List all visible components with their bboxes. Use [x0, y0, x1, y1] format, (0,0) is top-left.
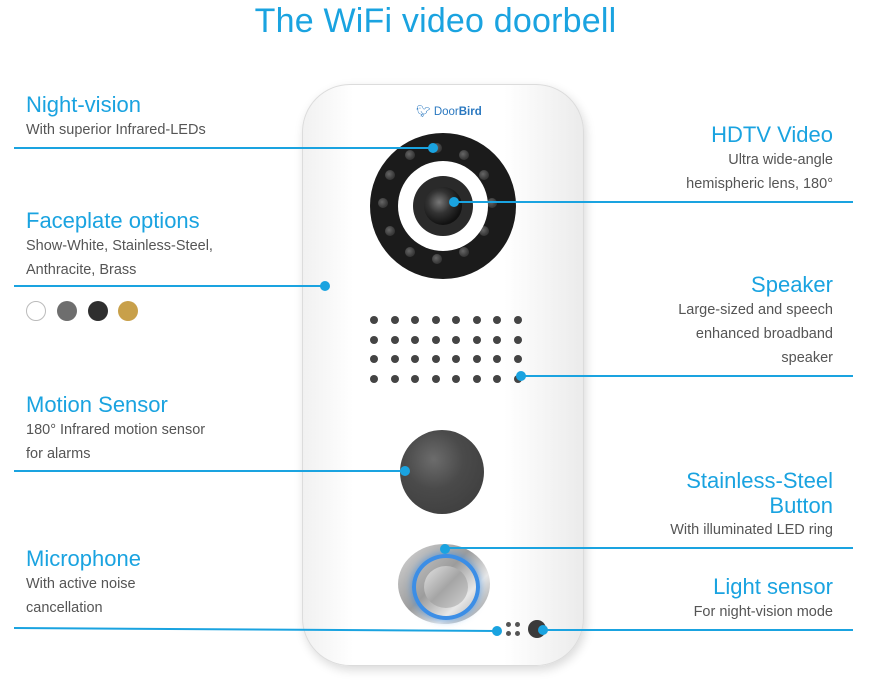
button-heading-2: Button [769, 493, 833, 518]
speaker-hole [472, 374, 481, 383]
motion-sensor [400, 430, 484, 514]
light-sensor-line [543, 629, 853, 631]
speaker-desc-3: speaker [781, 350, 833, 366]
bird-icon: 🐦︎ [416, 106, 431, 118]
ir-led [459, 150, 469, 160]
light-sensor-heading: Light sensor [713, 574, 833, 599]
ir-led [432, 254, 442, 264]
speaker-hole [452, 355, 460, 363]
swatch-anthracite[interactable] [88, 301, 108, 321]
speaker-hole [472, 316, 481, 324]
ir-led [405, 150, 415, 160]
hdtv-desc-2: hemispheric lens, 180° [686, 176, 833, 192]
ir-led [487, 198, 497, 208]
speaker-hole [493, 355, 501, 363]
microphone-desc-1: With active noise [26, 576, 136, 592]
night-vision-heading: Night-vision [26, 92, 141, 117]
ir-led [385, 226, 395, 236]
button-dot [440, 544, 450, 554]
ir-led [479, 226, 489, 236]
swatch-stainless-steel[interactable] [57, 301, 77, 321]
swatch-white[interactable] [26, 301, 46, 321]
led-ring [412, 554, 480, 620]
mic-hole [506, 631, 511, 636]
motion-desc-2: for alarms [26, 446, 91, 462]
mic-hole [506, 622, 511, 627]
button-line [445, 547, 853, 549]
speaker-hole [513, 335, 522, 344]
speaker-desc-2: enhanced broadband [695, 326, 833, 342]
night-vision-desc: With superior Infrared-LEDs [26, 122, 206, 138]
speaker-hole [390, 355, 399, 363]
button-desc: With illuminated LED ring [670, 522, 833, 538]
speaker-hole [370, 316, 378, 324]
speaker-heading: Speaker [751, 272, 833, 297]
brand-logo: 🐦︎ DoorBird [416, 104, 482, 118]
faceplate-dot [320, 281, 330, 291]
ir-led [405, 247, 415, 257]
brand-prefix: Door [433, 106, 459, 118]
speaker-hole [370, 335, 378, 344]
speaker-hole [411, 335, 419, 344]
night-vision-dot [428, 143, 438, 153]
speaker-hole [513, 355, 522, 363]
speaker-hole [431, 335, 440, 344]
night-vision-line [14, 147, 432, 149]
speaker-hole [472, 335, 481, 344]
speaker-hole [493, 374, 501, 383]
speaker-hole [452, 335, 460, 344]
speaker-hole [431, 316, 440, 324]
speaker-hole [493, 316, 501, 324]
speaker-hole [370, 374, 378, 383]
speaker-hole [411, 355, 419, 363]
button-heading-1: Stainless-Steel [686, 468, 833, 493]
speaker-line [521, 375, 853, 377]
hdtv-desc-1: Ultra wide-angle [728, 152, 833, 168]
microphone-dot [492, 626, 502, 636]
ir-led [479, 170, 489, 180]
microphone-desc-2: cancellation [26, 600, 103, 616]
faceplate-line [14, 285, 324, 287]
speaker-hole [411, 316, 419, 324]
speaker-hole [390, 374, 399, 383]
speaker-hole [370, 355, 378, 363]
hdtv-line [454, 201, 853, 203]
ir-led [385, 170, 395, 180]
speaker-desc-1: Large-sized and speech [678, 302, 833, 318]
speaker-hole [390, 335, 399, 344]
motion-desc-1: 180° Infrared motion sensor [26, 422, 206, 438]
brand-suffix: Bird [458, 106, 482, 118]
speaker-hole [411, 374, 419, 383]
mic-hole [515, 631, 520, 636]
page-title: The WiFi video doorbell [254, 2, 617, 40]
speaker-hole [431, 355, 440, 363]
speaker-hole [390, 316, 399, 324]
faceplate-heading: Faceplate options [26, 208, 200, 233]
faceplate-desc-1: Show-White, Stainless-Steel, [26, 238, 213, 254]
light-sensor-desc: For night-vision mode [693, 604, 833, 620]
speaker-hole [431, 374, 440, 383]
hdtv-heading: HDTV Video [711, 122, 833, 147]
motion-heading: Motion Sensor [26, 392, 168, 417]
speaker-hole [452, 316, 460, 324]
ir-led [378, 198, 388, 208]
swatch-brass[interactable] [118, 301, 138, 321]
speaker-hole [493, 335, 501, 344]
speaker-hole [513, 316, 522, 324]
microphone-heading: Microphone [26, 546, 141, 571]
motion-line [14, 470, 404, 472]
mic-hole [515, 622, 520, 627]
speaker-hole [452, 374, 460, 383]
button-center [424, 566, 468, 608]
speaker-hole [472, 355, 481, 363]
ir-led [459, 247, 469, 257]
motion-dot [400, 466, 410, 476]
faceplate-desc-2: Anthracite, Brass [26, 262, 137, 278]
